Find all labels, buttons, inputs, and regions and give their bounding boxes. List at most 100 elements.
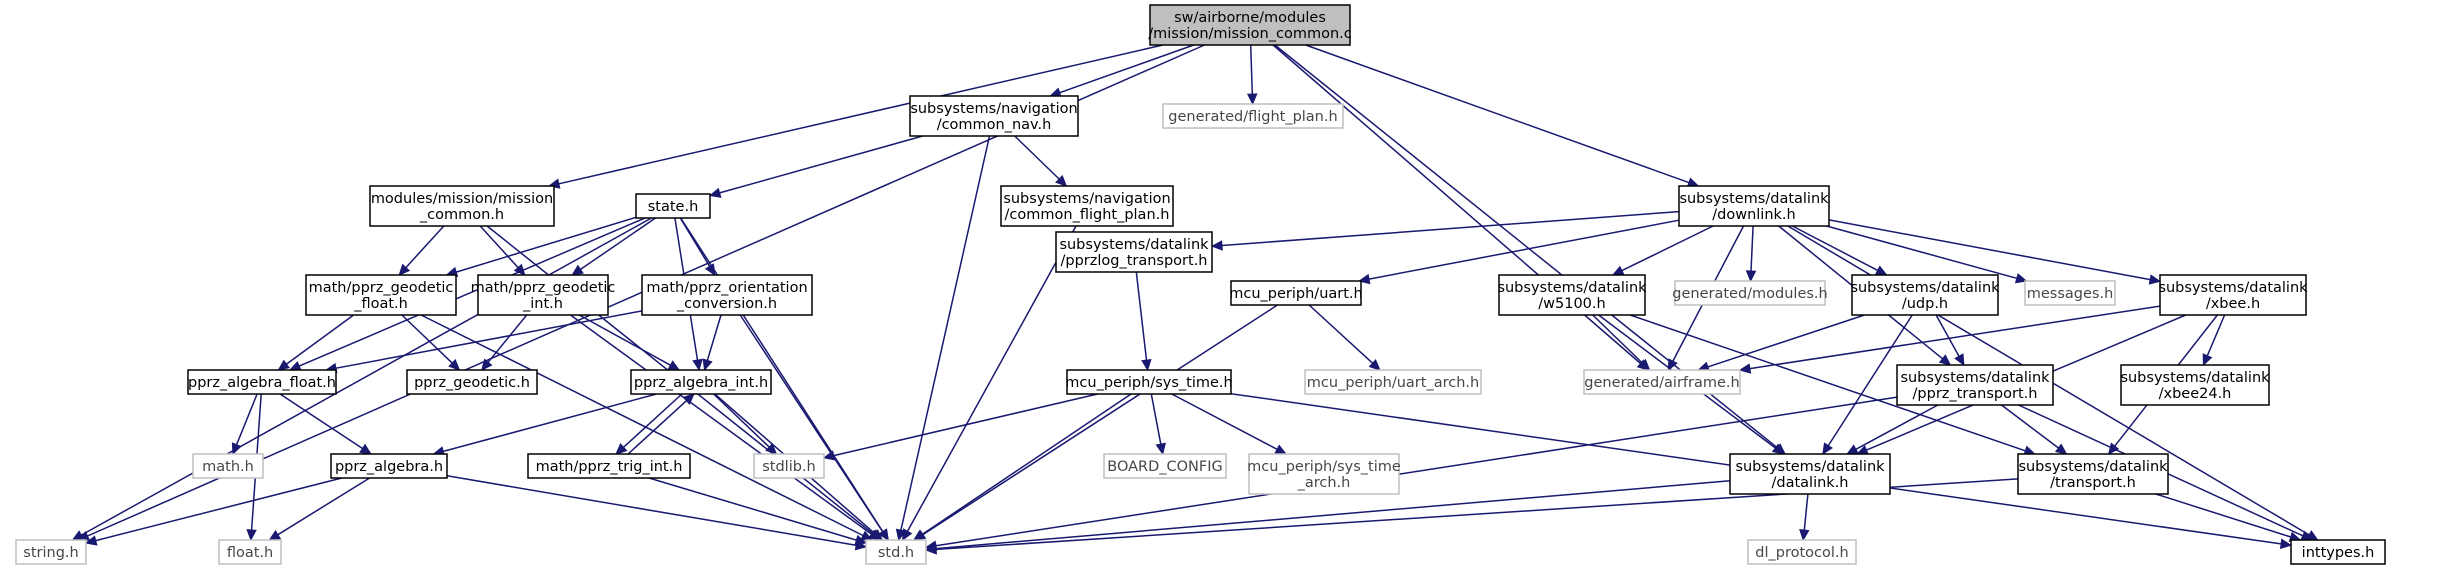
node-mission-common-h[interactable]: modules/mission/mission_common.h <box>369 185 555 227</box>
node-label-line: _arch.h <box>1297 475 1351 491</box>
node-label-line: /common_flight_plan.h <box>1005 207 1170 223</box>
node-common-flight-plan[interactable]: subsystems/navigation/common_flight_plan… <box>1000 185 1174 227</box>
node-w5100[interactable]: subsystems/datalink/w5100.h <box>1497 274 1647 316</box>
edge-arrowhead-state_h-to-string_h <box>71 530 85 541</box>
node-box <box>1248 453 1400 495</box>
node-label-line: /common_nav.h <box>937 117 1052 133</box>
node-pprzlog-transport[interactable]: subsystems/datalink/pprzlog_transport.h <box>1055 231 1213 273</box>
node-label-line: subsystems/datalink <box>2158 280 2308 296</box>
node-box <box>527 453 691 479</box>
node-geodetic-int[interactable]: math/pprz_geodetic_int.h <box>471 274 616 316</box>
node-label-line: mcu_periph/uart_arch.h <box>1307 375 1479 391</box>
node-pprz-transport[interactable]: subsystems/datalink/pprz_transport.h <box>1896 364 2054 406</box>
edge-arrowhead-pprz_algebra-to-float_h <box>268 529 282 541</box>
node-uart-h[interactable]: mcu_periph/uart.h <box>1229 280 1363 306</box>
edge-arrowhead-pprz_transport-to-datalink_h <box>1846 444 1859 455</box>
edge-orientation_conv-to-algebra_int <box>706 314 722 361</box>
node-label-line: /datalink.h <box>1772 475 1849 491</box>
node-trig-int[interactable]: math/pprz_trig_int.h <box>527 453 691 479</box>
edge-arrowhead-algebra_float-to-math_h <box>231 442 242 456</box>
edge-sys_time-to-std_h <box>921 393 1132 536</box>
node-udp-h[interactable]: subsystems/datalink/udp.h <box>1850 274 2000 316</box>
edge-arrowhead-pprz_algebra-to-string_h <box>84 535 98 546</box>
edge-pprz_algebra-to-std_h <box>446 475 857 546</box>
node-label-line: /xbee.h <box>2206 296 2260 312</box>
edge-arrowhead-transport_h-to-std_h <box>924 544 937 555</box>
node-common-nav[interactable]: subsystems/navigation/common_nav.h <box>909 95 1079 137</box>
node-algebra-int[interactable]: pprz_algebra_int.h <box>630 369 772 395</box>
node-xbee24[interactable]: subsystems/datalink/xbee24.h <box>2120 364 2270 406</box>
edge-pprz_transport-to-std_h <box>935 396 1898 547</box>
edge-arrowhead-algebra_int-to-trig_int <box>615 442 628 455</box>
node-label-line: state.h <box>648 199 699 215</box>
node-box <box>2017 453 2169 495</box>
edge-root-to-mission_common_h <box>558 44 1164 185</box>
edge-arrowhead-downlink-to-gen_modules <box>1745 270 1757 283</box>
edge-arrowhead-orientation_conv-to-algebra_int <box>702 358 713 372</box>
edge-geodetic_float-to-algebra_float <box>286 314 355 365</box>
node-downlink[interactable]: subsystems/datalink/downlink.h <box>1678 185 1830 227</box>
node-label-line: pprz_algebra.h <box>335 459 443 475</box>
node-label-line: stdlib.h <box>762 459 816 475</box>
node-label-line: BOARD_CONFIG <box>1107 459 1223 475</box>
node-algebra-float[interactable]: pprz_algebra_float.h <box>187 369 337 395</box>
node-label-line: subsystems/navigation <box>910 101 1077 117</box>
edge-common_nav-to-common_flight_plan <box>1014 135 1060 180</box>
edge-mission_common_h-to-geodetic_float <box>405 225 445 269</box>
edge-arrowhead-downlink-to-pprzlog_transport <box>1210 240 1223 251</box>
node-label-line: mcu_periph/uart.h <box>1229 286 1362 302</box>
node-box <box>330 453 448 479</box>
node-label-line: messages.h <box>2027 286 2114 302</box>
edge-root-to-common_nav <box>1059 44 1194 94</box>
node-datalink-h[interactable]: subsystems/datalink/datalink.h <box>1729 453 1891 495</box>
node-airframe: generated/airframe.h <box>1583 369 1741 395</box>
node-box <box>1896 364 2054 406</box>
node-box <box>2120 364 2270 406</box>
edge-pprz_transport-to-transport_h <box>2001 404 2059 449</box>
edge-arrowhead-common_nav-to-state_h <box>708 187 722 198</box>
edge-arrowhead-downlink-to-uart_h <box>1358 273 1371 285</box>
node-label-line: _common.h <box>419 207 504 223</box>
node-box <box>909 95 1079 137</box>
edge-state_h-to-geodetic_int <box>580 217 656 271</box>
edge-geodetic_float-to-pprz_geodetic <box>401 314 453 364</box>
node-box <box>1055 231 1213 273</box>
node-box <box>1149 4 1351 46</box>
node-box <box>1729 453 1891 495</box>
node-inttypes-h[interactable]: inttypes.h <box>2290 539 2386 565</box>
edge-arrowhead-common_flight_plan-to-std_h <box>902 528 913 542</box>
node-state-h[interactable]: state.h <box>635 193 711 219</box>
edge-state_h-to-string_h <box>80 217 652 536</box>
node-root[interactable]: sw/airborne/modules/mission/mission_comm… <box>1148 4 1352 46</box>
node-label-line: _int.h <box>522 296 563 312</box>
edge-arrowhead-pprzlog_transport-to-sys_time <box>1141 359 1152 372</box>
edge-arrowhead-downlink-to-udp_h <box>1874 265 1888 276</box>
node-label-line: /udp.h <box>1902 296 1948 312</box>
node-xbee-h[interactable]: subsystems/datalink/xbee.h <box>2158 274 2308 316</box>
edge-w5100-to-transport_h <box>1629 314 2026 452</box>
node-pprz-geodetic[interactable]: pprz_geodetic.h <box>406 369 538 395</box>
node-box <box>187 369 337 395</box>
edge-udp_h-to-pprz_transport <box>1935 314 1960 357</box>
edge-orientation_conv-to-algebra_float <box>335 310 643 369</box>
node-geodetic-float[interactable]: math/pprz_geodetic_float.h <box>305 274 457 316</box>
edge-downlink-to-xbee_h <box>1828 219 2151 281</box>
node-box <box>2290 539 2386 565</box>
node-pprz-algebra[interactable]: pprz_algebra.h <box>330 453 448 479</box>
node-box <box>477 274 609 316</box>
node-orientation-conv[interactable]: math/pprz_orientation_conversion.h <box>641 274 813 316</box>
node-label-line: generated/airframe.h <box>1584 375 1739 391</box>
node-label-line: mcu_periph/sys_time <box>1247 459 1401 475</box>
edge-sys_time-to-board_config <box>1150 393 1162 445</box>
edge-arrowhead-sys_time-to-stdlib_h <box>822 450 836 461</box>
node-sys-time[interactable]: mcu_periph/sys_time.h <box>1065 369 1233 395</box>
node-transport-h[interactable]: subsystems/datalink/transport.h <box>2017 453 2169 495</box>
edge-state_h-to-algebra_float <box>298 217 646 367</box>
edge-arrowhead-algebra_float-to-float_h <box>246 529 257 542</box>
node-box <box>1747 539 1857 565</box>
edge-arrowhead-algebra_int-to-stdlib_h <box>765 442 778 455</box>
node-box <box>1066 369 1232 395</box>
node-label-line: subsystems/datalink <box>1900 370 2050 386</box>
node-string-h: string.h <box>15 539 87 565</box>
node-box <box>630 369 772 395</box>
